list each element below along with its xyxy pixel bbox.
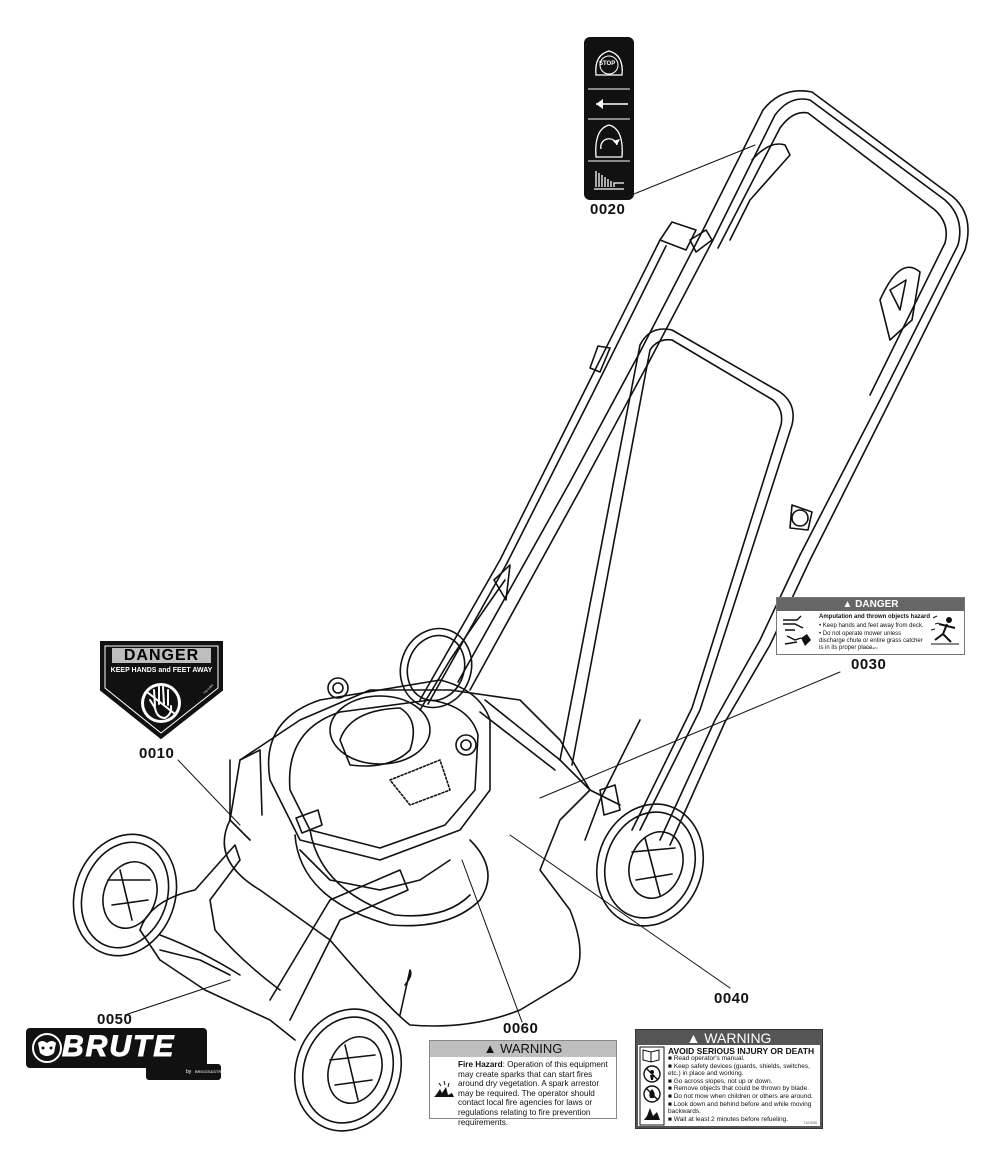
decal-0030-bullet-1: • Keep hands and feet away from deck. [819, 623, 924, 629]
handle-upper [689, 90, 969, 561]
decal-0030-title: DANGER [855, 599, 899, 610]
decal-danger-keep-hands: DANGER KEEP HANDS and FEET AWAY 731-1362 [99, 640, 224, 740]
hand-hazard-icon [783, 615, 811, 646]
brute-wordmark: BRUTE [61, 1030, 176, 1064]
callout-0010: 0010 [139, 745, 175, 762]
decal-0040-part-code: 7101006 [803, 1121, 817, 1125]
brute-logo: BRUTE by BRIGGS&STRATTON [26, 1028, 234, 1080]
decal-danger-amputation: ▲ DANGER Amputation and thrown objects h… [776, 597, 965, 655]
decal-0030-subtitle: Amputation and thrown objects hazard [819, 614, 931, 620]
callout-0060: 0060 [503, 1020, 539, 1037]
handle-lower [559, 328, 813, 846]
decal-0030-header: ▲ DANGER [777, 598, 964, 611]
list-item: ■ Remove objects that could be thrown by… [668, 1085, 809, 1093]
callout-0020: 0020 [590, 201, 626, 218]
warning-triangle-icon: ▲ [686, 1030, 705, 1046]
rear-frame [229, 699, 621, 841]
by-briggs-badge: by BRIGGS&STRATTON [146, 1064, 234, 1080]
list-item: ■ Go across slopes, not up or down. [668, 1077, 773, 1085]
list-item: ■ Read operator's manual. [668, 1055, 745, 1062]
decal-warning-avoid-injury: ▲ WARNING AVOID SERIOUS INJURY OR DEATH … [635, 1029, 823, 1129]
briggs-stratton-text: BRIGGS&STRATTON [195, 1069, 235, 1074]
bull-head-icon [32, 1033, 62, 1063]
manual-icon [642, 1049, 660, 1063]
front-bumper [139, 844, 409, 1041]
engine [267, 677, 491, 891]
control-cables [419, 579, 641, 841]
danger-pentagon-shape [100, 641, 223, 740]
wheel-front-right [293, 1008, 403, 1132]
decal-0010-message: KEEP HANDS and FEET AWAY [110, 667, 213, 674]
warning-triangle-icon: ▲ [842, 599, 856, 610]
leader-lines [124, 144, 841, 1023]
decal-0060-body: Fire Hazard: Operation of this equipment… [458, 1060, 614, 1127]
thrown-object-icon [930, 615, 959, 645]
decal-0040-header: ▲ WARNING [636, 1030, 822, 1046]
fire-hazard-icon [434, 1080, 454, 1097]
bail-switch [879, 266, 921, 341]
handle-left-tube [419, 221, 714, 705]
callout-0030: 0030 [851, 656, 887, 673]
brute-logo-plate [26, 1028, 207, 1068]
decal-0060-header: ▲ WARNING [430, 1041, 616, 1057]
no-flame-icon [643, 1085, 661, 1103]
decal-0040-title: WARNING [704, 1030, 772, 1046]
decal-0030-bullet-2: • Do not operate mower unless discharge … [819, 631, 923, 651]
no-children-icon [643, 1065, 661, 1083]
wheel-rear-right [595, 803, 705, 927]
decal-stop-throttle: STOP [584, 37, 634, 200]
warning-triangle-icon: ▲ [483, 1041, 501, 1056]
decal-0040-list: ■ Read operator's manual. ■ Keep safety … [668, 1055, 820, 1123]
decal-0040-body: AVOID SERIOUS INJURY OR DEATH ■ Read ope… [638, 1045, 820, 1126]
decal-0060-title: WARNING [500, 1041, 563, 1056]
deck [223, 689, 591, 1027]
by-text: by [186, 1069, 192, 1075]
list-item: ■ Look down and behind before and while … [668, 1100, 812, 1116]
decal-0010-title: DANGER [123, 647, 200, 664]
list-item: ■ Keep safety devices (guards, shields, … [668, 1062, 810, 1078]
stop-label: STOP [599, 61, 616, 67]
callout-0050: 0050 [97, 1011, 133, 1028]
callout-0040: 0040 [714, 990, 750, 1007]
safety-pictograms [639, 1046, 665, 1126]
decal-0060-text: : Operation of this equipment may create… [458, 1060, 608, 1127]
decal-0040-subtitle: AVOID SERIOUS INJURY OR DEATH [668, 1046, 815, 1056]
thrown-debris-icon [644, 1108, 660, 1120]
list-item: ■ Wait at least 2 minutes before refueli… [668, 1115, 789, 1123]
stop-throttle-graphics [588, 50, 630, 190]
decal-warning-fire-hazard: ▲ WARNING Fire Hazard: Operation of this… [429, 1040, 617, 1127]
decal-0060-lead: Fire Hazard [458, 1060, 503, 1069]
wheel-front-left [72, 833, 178, 957]
decal-0030-part-code: 7101484 [866, 646, 878, 650]
list-item: ■ Do not mow when children or others are… [668, 1092, 813, 1100]
